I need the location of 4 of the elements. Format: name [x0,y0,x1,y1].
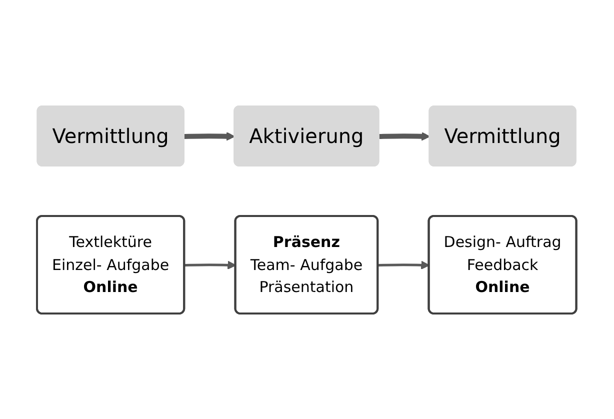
arrow [184,260,237,270]
arrow [184,132,236,140]
arrow [380,132,430,140]
arrow [378,260,430,270]
